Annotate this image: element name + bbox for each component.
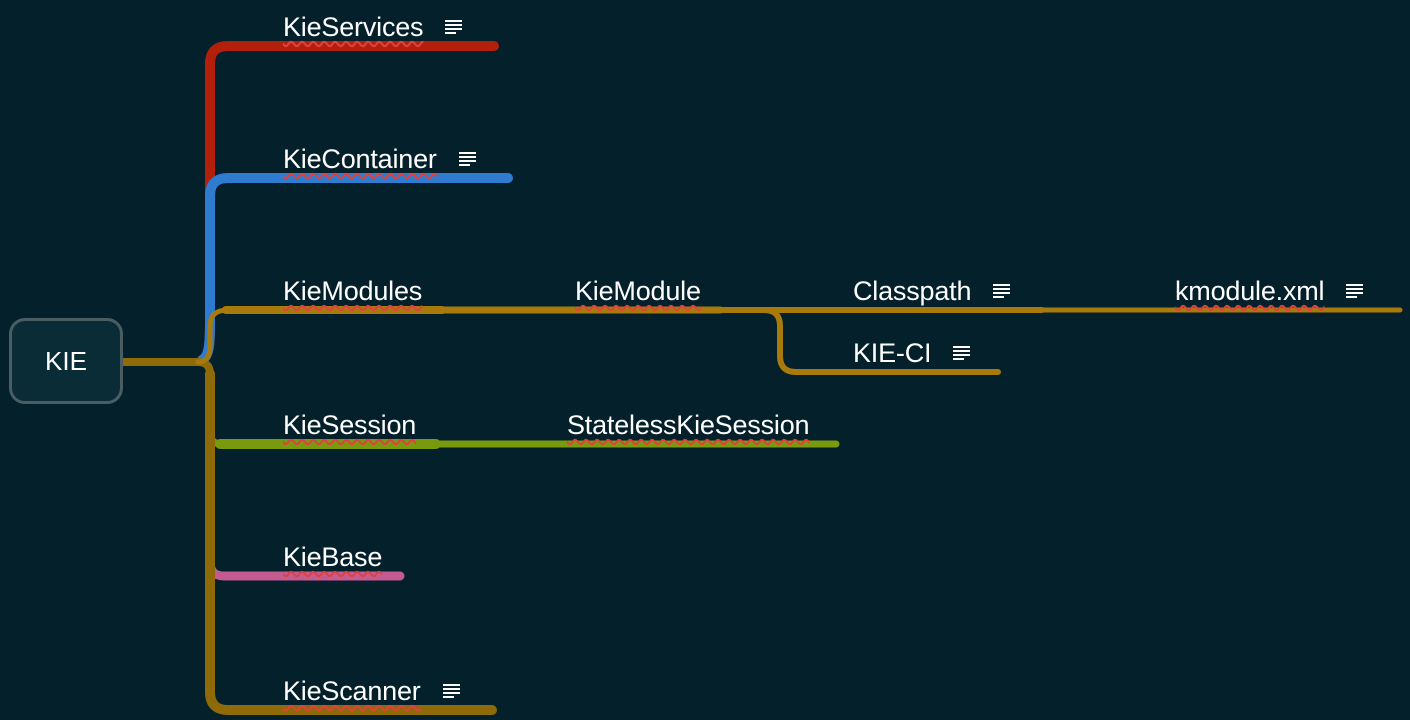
note-icon[interactable]	[1346, 284, 1364, 298]
node-kiemodule[interactable]: KieModule	[575, 274, 701, 308]
node-kieservices[interactable]: KieServices	[283, 10, 463, 44]
node-kmodule-xml[interactable]: kmodule.xml	[1175, 274, 1364, 308]
node-kie-ci-label: KIE-CI	[853, 337, 932, 368]
node-classpath-label: Classpath	[853, 275, 972, 306]
node-kiescanner-label: KieScanner	[283, 675, 421, 706]
node-kiesession[interactable]: KieSession	[283, 408, 416, 442]
branch-kiecontainer	[197, 173, 513, 365]
root-node-kie[interactable]: KIE	[9, 318, 123, 404]
node-classpath[interactable]: Classpath	[853, 274, 1011, 308]
node-kiesession-label: KieSession	[283, 409, 417, 440]
note-icon[interactable]	[953, 346, 971, 360]
root-node-label: KIE	[45, 345, 87, 376]
node-kmodule-xml-label: kmodule.xml	[1175, 275, 1325, 306]
note-icon[interactable]	[993, 284, 1011, 298]
node-kiemodules-label: KieModules	[283, 275, 423, 306]
note-icon[interactable]	[442, 684, 460, 698]
node-kieservices-label: KieServices	[283, 11, 424, 42]
branch-kiescanner	[205, 369, 497, 715]
branch-kiemodules	[195, 307, 1403, 365]
note-icon[interactable]	[458, 152, 476, 166]
node-statelesskiesession-label: StatelessKieSession	[567, 409, 810, 440]
branch-kie-ci	[761, 307, 1001, 375]
node-kiebase[interactable]: KieBase	[283, 540, 382, 574]
node-statelesskiesession[interactable]: StatelessKieSession	[567, 408, 810, 442]
node-kiemodules[interactable]: KieModules	[283, 274, 422, 308]
node-kiecontainer-label: KieContainer	[283, 143, 437, 174]
note-icon[interactable]	[445, 20, 463, 34]
node-kiecontainer[interactable]: KieContainer	[283, 142, 476, 176]
node-kie-ci[interactable]: KIE-CI	[853, 336, 971, 370]
node-kiebase-label: KieBase	[283, 541, 383, 572]
node-kiemodule-label: KieModule	[575, 275, 701, 306]
node-kiescanner[interactable]: KieScanner	[283, 674, 460, 708]
